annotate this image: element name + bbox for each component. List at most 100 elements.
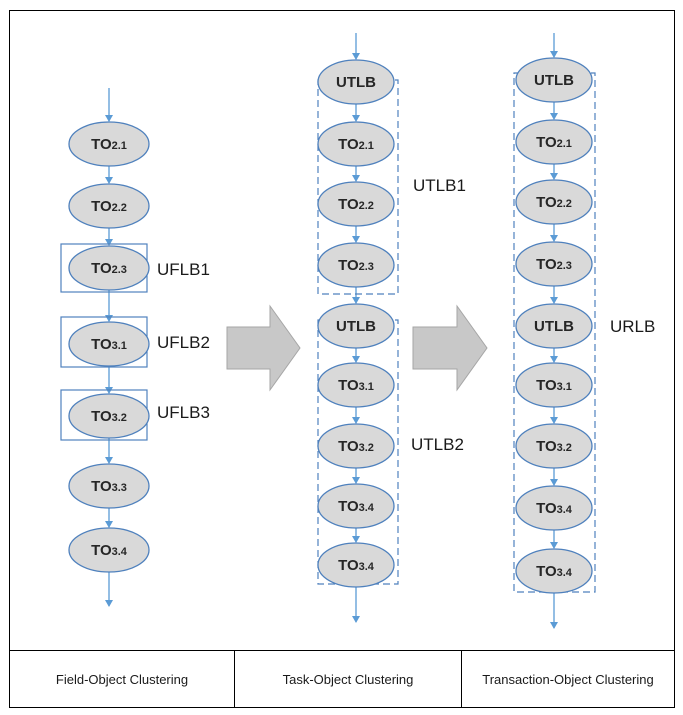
- node-label: TO3.2: [536, 438, 572, 455]
- node-label-sub: 3.2: [359, 442, 374, 454]
- node-ellipse: [317, 121, 395, 167]
- node: TO2.2: [68, 183, 150, 229]
- node-label-sub: 3.1: [557, 381, 572, 393]
- node-label: UTLB: [534, 318, 574, 335]
- node-label-main: TO: [338, 557, 359, 574]
- group-label: UTLB1: [413, 176, 466, 195]
- node-label: TO3.4: [338, 557, 375, 574]
- node: UTLB: [515, 303, 593, 349]
- node-label-main: TO: [338, 196, 359, 213]
- node-label: TO3.1: [338, 377, 374, 394]
- node-label-main: TO: [91, 136, 112, 153]
- node-label-sub: 3.4: [557, 504, 573, 516]
- node-ellipse: [68, 393, 150, 439]
- node: TO3.4: [317, 542, 395, 588]
- node: UTLB: [317, 303, 395, 349]
- node-label: TO2.1: [536, 134, 572, 151]
- node-label-main: TO: [536, 438, 557, 455]
- node-ellipse: [515, 362, 593, 408]
- node-ellipse: [317, 483, 395, 529]
- node: TO3.4: [68, 527, 150, 573]
- node: UTLB: [317, 59, 395, 105]
- node-label-main: TO: [338, 136, 359, 153]
- node-label-main: TO: [536, 194, 557, 211]
- node-ellipse: [68, 183, 150, 229]
- node-label: TO2.3: [338, 257, 374, 274]
- node-label-sub: 2.3: [557, 260, 572, 272]
- node-ellipse: [68, 527, 150, 573]
- node-label: UTLB: [336, 318, 376, 335]
- node-ellipse: [515, 57, 593, 103]
- field-object-column: UFLB1UFLB2UFLB3TO2.1TO2.2TO2.3TO3.1TO3.2…: [60, 88, 210, 607]
- node-label: TO2.3: [91, 260, 127, 277]
- node-label: TO3.4: [338, 498, 375, 515]
- node-label-main: TO: [91, 408, 112, 425]
- node-label-sub: 2.2: [112, 202, 127, 214]
- group-label: UTLB2: [411, 435, 464, 454]
- group-label: UFLB3: [157, 403, 210, 422]
- node-ellipse: [515, 423, 593, 469]
- node-label: TO3.2: [91, 408, 127, 425]
- node: TO2.1: [515, 119, 593, 165]
- node-label-sub: 2.2: [557, 198, 572, 210]
- node-label-main: TO: [338, 438, 359, 455]
- node-label-sub: 3.2: [112, 412, 127, 424]
- group-label: UFLB2: [157, 333, 210, 352]
- node-label-main: TO: [536, 563, 557, 580]
- node-label: TO3.4: [536, 563, 573, 580]
- caption-transaction-object: Transaction-Object Clustering: [482, 672, 653, 687]
- node-ellipse: [68, 121, 150, 167]
- node-label: TO3.4: [536, 500, 573, 517]
- node-ellipse: [68, 321, 150, 367]
- node-label-sub: 3.4: [557, 567, 573, 579]
- node-label-main: TO: [536, 377, 557, 394]
- node-label-sub: 3.4: [112, 546, 128, 558]
- node-label: TO2.3: [536, 256, 572, 273]
- node: UTLB: [515, 57, 593, 103]
- node-label-main: TO: [338, 257, 359, 274]
- node: TO3.4: [515, 485, 593, 531]
- node-label: TO3.2: [338, 438, 374, 455]
- node-label: UTLB: [534, 72, 574, 89]
- node: TO2.3: [515, 241, 593, 287]
- node-label-sub: 3.1: [112, 340, 127, 352]
- node-label-main: TO: [91, 260, 112, 277]
- node: TO3.2: [515, 423, 593, 469]
- node-ellipse: [317, 59, 395, 105]
- transaction-object-column: URLBUTLBTO2.1TO2.2TO2.3UTLBTO3.1TO3.2TO3…: [513, 33, 655, 629]
- node-label-main: TO: [338, 377, 359, 394]
- node-label-main: TO: [338, 498, 359, 515]
- node: TO3.2: [68, 393, 150, 439]
- node-label: TO3.4: [91, 542, 128, 559]
- node-ellipse: [515, 548, 593, 594]
- node-label: TO2.1: [91, 136, 127, 153]
- node: TO2.1: [68, 121, 150, 167]
- node-label-main: TO: [536, 500, 557, 517]
- node: TO3.1: [68, 321, 150, 367]
- node-label-main: TO: [91, 478, 112, 495]
- node-label: TO2.2: [338, 196, 374, 213]
- node-ellipse: [68, 463, 150, 509]
- node: TO2.2: [317, 181, 395, 227]
- node-label-sub: 3.4: [359, 502, 375, 514]
- node-label-sub: 3.3: [112, 482, 127, 494]
- node-ellipse: [317, 362, 395, 408]
- node-ellipse: [317, 542, 395, 588]
- node-label-sub: 2.3: [359, 261, 374, 273]
- node-label: UTLB: [336, 74, 376, 91]
- transition-arrow-2: [412, 304, 488, 392]
- node: TO3.4: [515, 548, 593, 594]
- node-label-sub: 2.1: [112, 140, 127, 152]
- node-ellipse: [68, 245, 150, 291]
- node-label-main: TO: [536, 256, 557, 273]
- node-label-sub: 2.3: [112, 264, 127, 276]
- node-label: TO2.2: [91, 198, 127, 215]
- node: TO3.4: [317, 483, 395, 529]
- node-ellipse: [515, 303, 593, 349]
- node-label: TO2.1: [338, 136, 374, 153]
- node: TO2.3: [317, 242, 395, 288]
- node-label: TO3.3: [91, 478, 127, 495]
- node-label: TO3.1: [536, 377, 572, 394]
- node: TO3.1: [317, 362, 395, 408]
